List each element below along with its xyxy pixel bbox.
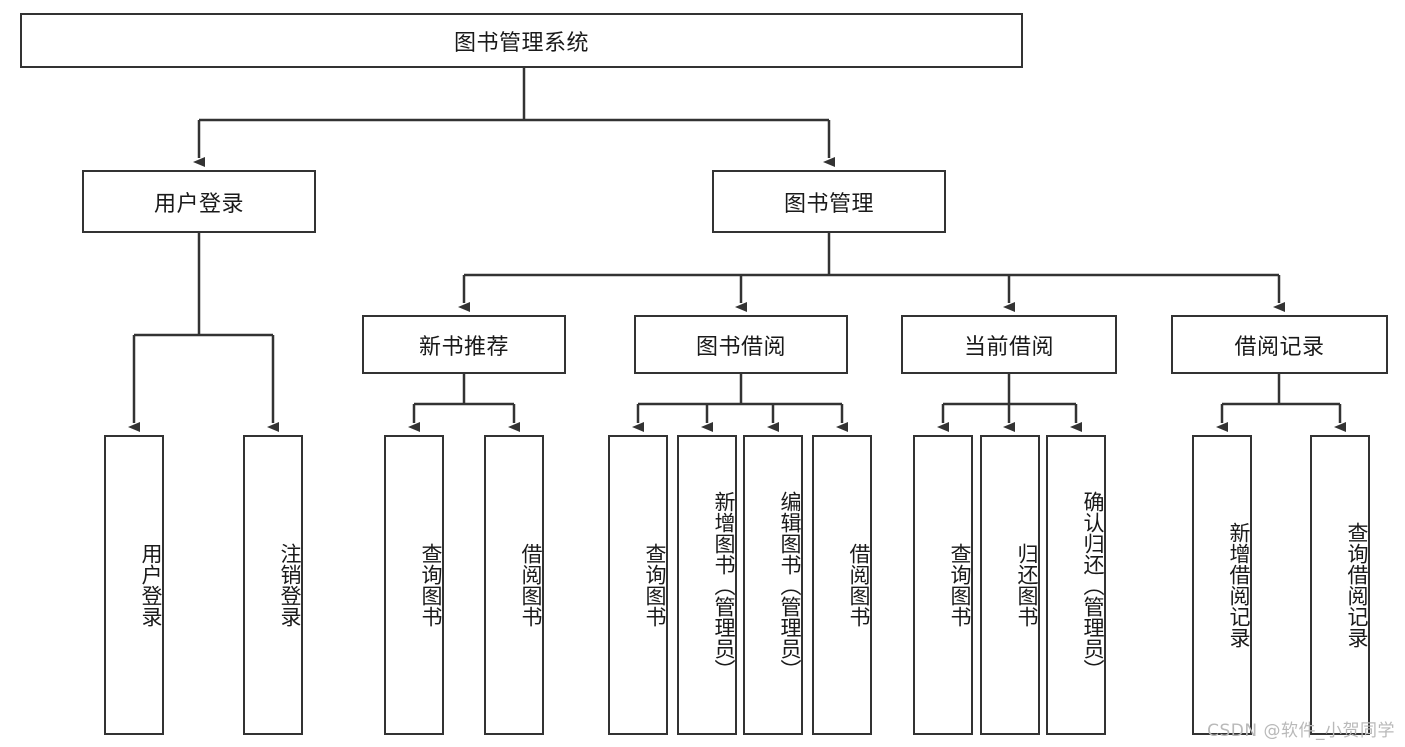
leaf-current-return-book[interactable]: 归还图书 [980,435,1040,735]
leaf-current-confirm-return-admin[interactable]: 确认归还（管理员） [1046,435,1106,735]
leaf-user-login-login[interactable]: 用户登录 [104,435,164,735]
leaf-borrow-edit-book-admin[interactable]: 编辑图书（管理员） [743,435,803,735]
node-label: 查询图书 [948,543,972,627]
node-label: 新书推荐 [418,334,509,360]
node-label: 查询图书 [643,543,667,627]
leaf-borrow-add-book-admin[interactable]: 新增图书（管理员） [677,435,737,735]
node-label: 查询图书 [419,543,443,627]
leaf-borrow-query-book[interactable]: 查询图书 [608,435,668,735]
node-label: 注销登录 [278,543,302,627]
node-label: 借阅图书 [519,543,543,627]
leaf-recommend-borrow-book[interactable]: 借阅图书 [484,435,544,735]
csdn-watermark: CSDN @软件_小贺同学 [1207,721,1395,741]
node-label: 图书管理系统 [453,30,589,56]
node-label: 当前借阅 [963,334,1054,360]
node-current-borrow[interactable]: 当前借阅 [901,315,1117,374]
leaf-records-query-record[interactable]: 查询借阅记录 [1310,435,1370,735]
node-book-borrow[interactable]: 图书借阅 [634,315,848,374]
node-label: 用户登录 [153,191,244,217]
node-label: 查询借阅记录 [1345,522,1369,648]
node-label: 借阅记录 [1234,334,1325,360]
node-borrow-records[interactable]: 借阅记录 [1171,315,1388,374]
node-label: 图书借阅 [695,334,786,360]
node-label: 新增图书（管理员） [712,490,736,680]
leaf-user-login-logout[interactable]: 注销登录 [243,435,303,735]
leaf-current-query-book[interactable]: 查询图书 [913,435,973,735]
leaf-borrow-borrow-book[interactable]: 借阅图书 [812,435,872,735]
node-label: 图书管理 [783,191,874,217]
leaf-records-add-record[interactable]: 新增借阅记录 [1192,435,1252,735]
node-label: 用户登录 [139,543,163,627]
node-label: 编辑图书（管理员） [778,490,802,680]
node-book-management[interactable]: 图书管理 [712,170,946,233]
node-root-system[interactable]: 图书管理系统 [20,13,1023,68]
node-label: 确认归还（管理员） [1081,490,1105,680]
node-user-login[interactable]: 用户登录 [82,170,316,233]
node-label: 归还图书 [1015,543,1039,627]
node-label: 新增借阅记录 [1227,522,1251,648]
node-new-book-recommend[interactable]: 新书推荐 [362,315,566,374]
node-label: 借阅图书 [847,543,871,627]
leaf-recommend-query-book[interactable]: 查询图书 [384,435,444,735]
